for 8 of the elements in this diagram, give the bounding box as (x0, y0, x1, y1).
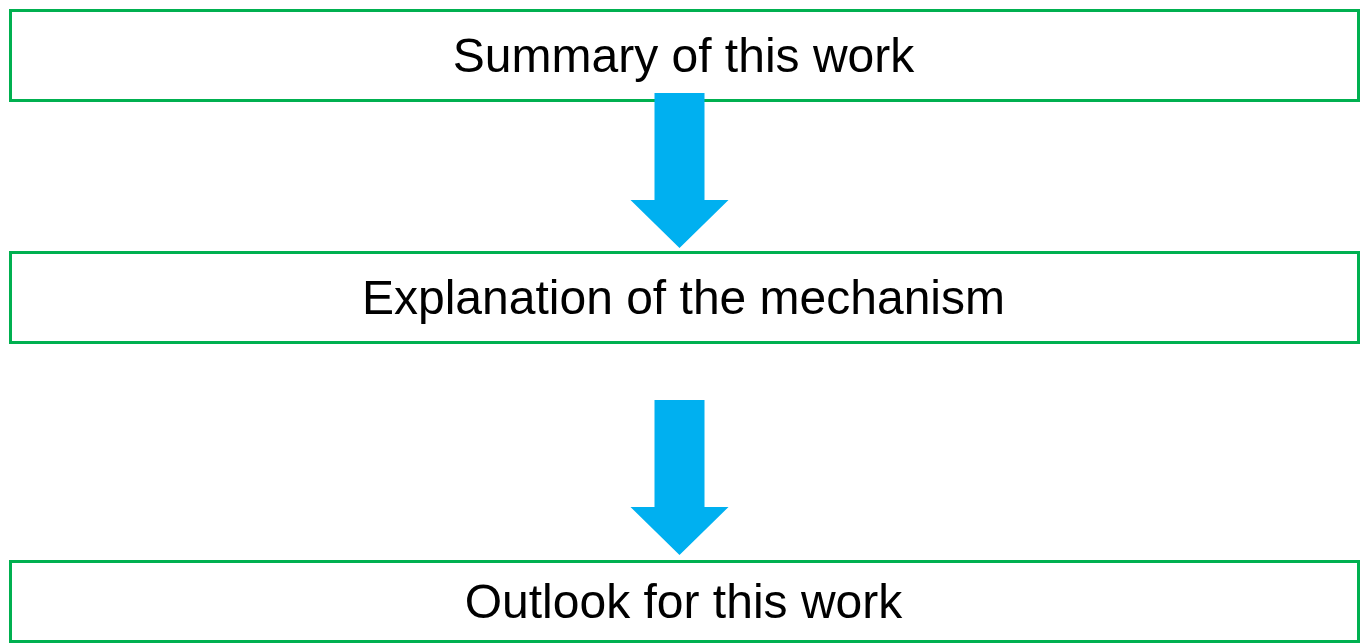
block-arrow (630, 93, 729, 248)
box-label: Outlook for this work (464, 574, 903, 629)
process-box (9, 9, 1360, 102)
block-arrow (630, 400, 729, 555)
process-box (9, 251, 1360, 344)
process-box (9, 560, 1360, 643)
box-label: Summary of this work (452, 28, 915, 83)
box-label: Explanation of the mechanism (362, 270, 1005, 325)
